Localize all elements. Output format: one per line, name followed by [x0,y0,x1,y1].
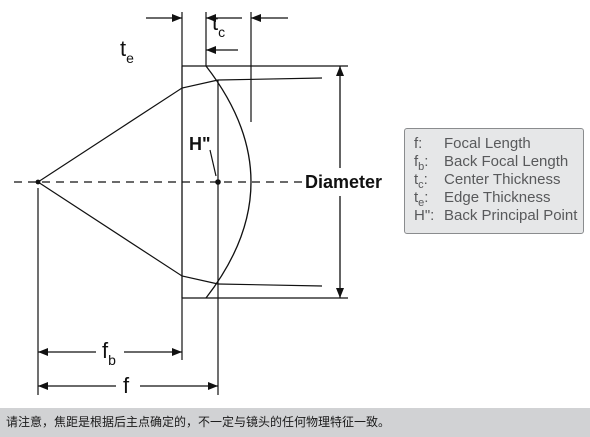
extension-lines [206,65,348,299]
legend-text: Center Thickness [444,171,561,188]
tc-label: tc [212,10,225,40]
diameter-label: Diameter [305,172,382,192]
focal-point [35,179,41,185]
legend-row: te: Edge Thickness [414,189,583,209]
top-ray-extension [217,77,323,81]
legend-symbol: tc: [414,171,428,191]
legend-text: Back Principal Point [444,207,578,224]
legend-row: tc: Center Thickness [414,171,583,191]
witness-lines [37,12,252,395]
te-label: te [120,36,134,66]
legend-row: H": Back Principal Point [414,207,583,225]
f-label: f [123,373,130,398]
legend-row: fb: Back Focal Length [414,153,583,173]
legend-row: f: Focal Length [414,135,583,153]
lens [181,65,252,299]
legend-symbol: te: [414,189,429,209]
legend-box: f: Focal Length fb: Back Focal Length tc… [404,128,584,234]
fb-label: fb [102,338,116,368]
legend-text: Focal Length [444,135,531,152]
principal-point-label: H" [189,134,211,154]
legend-symbol: fb: [414,153,429,173]
rays [37,79,219,285]
footnote-bar: 请注意，焦距是根据后主点确定的，不一定与镜头的任何物理特征一致。 [0,408,590,437]
legend-symbol: f: [414,135,423,152]
bottom-ray [37,181,219,285]
lens-diagram: te tc H" Diameter fb f [14,10,382,398]
principal-point-dot [215,179,221,185]
legend-text: Edge Thickness [444,189,551,206]
legend-symbol: H": [414,207,435,224]
legend-text: Back Focal Length [444,153,569,170]
lens-curved-surface [205,65,252,299]
bottom-ray-extension [217,283,323,287]
top-ray [37,79,219,183]
principal-point-leader [209,149,217,177]
dimension-arrows [38,14,344,390]
